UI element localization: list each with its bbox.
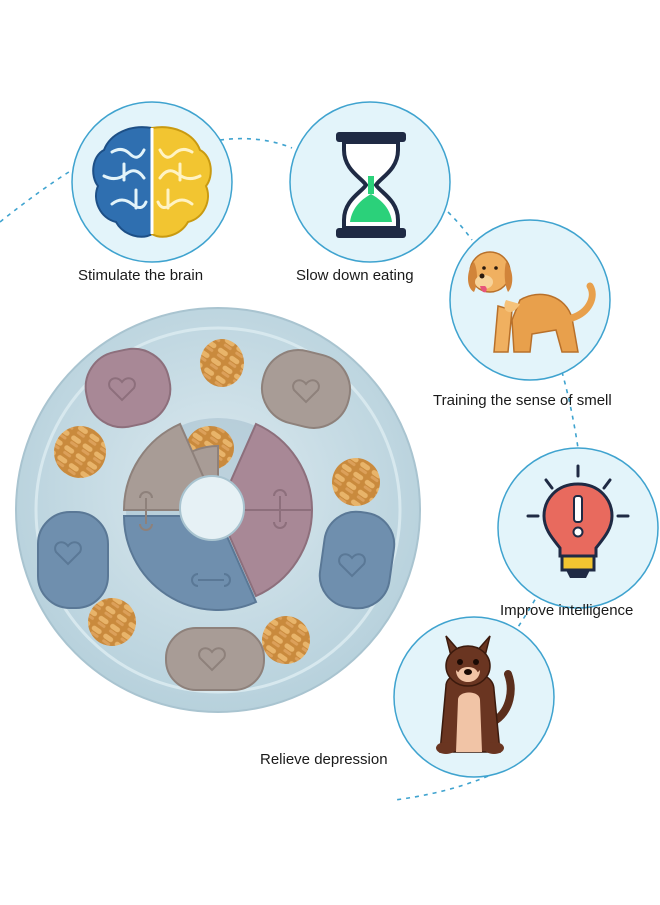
- center-sectors: [122, 422, 314, 612]
- benefit-label-intelligence: Improve intelligence: [500, 602, 634, 619]
- benefit-circle-lightbulb: [497, 447, 659, 609]
- bone-icon: [139, 491, 153, 531]
- lightbulb-alert-icon: [526, 464, 630, 578]
- benefit-circle-golden-dog: [449, 219, 611, 381]
- bone-icon: [273, 489, 287, 529]
- puzzle-feeder-bowl: [15, 307, 421, 713]
- hourglass-icon: [336, 132, 406, 238]
- benefit-circle-brown-dog: [393, 616, 555, 778]
- benefit-circle-brain: [71, 101, 233, 263]
- outer-lids: [37, 347, 396, 691]
- bone-icon: [191, 573, 231, 587]
- benefit-label-relieve: Relieve depression: [260, 751, 388, 768]
- benefit-label-brain: Stimulate the brain: [78, 267, 204, 284]
- benefit-circle-hourglass: [289, 101, 451, 263]
- brain-icon: [92, 126, 212, 238]
- brown-dog-icon: [436, 635, 515, 754]
- golden-dog-icon: [468, 251, 596, 353]
- benefit-label-smell: Training the sense of smell: [433, 392, 612, 409]
- treats: [54, 339, 380, 664]
- benefit-label-slow: Slow down eating: [296, 267, 414, 284]
